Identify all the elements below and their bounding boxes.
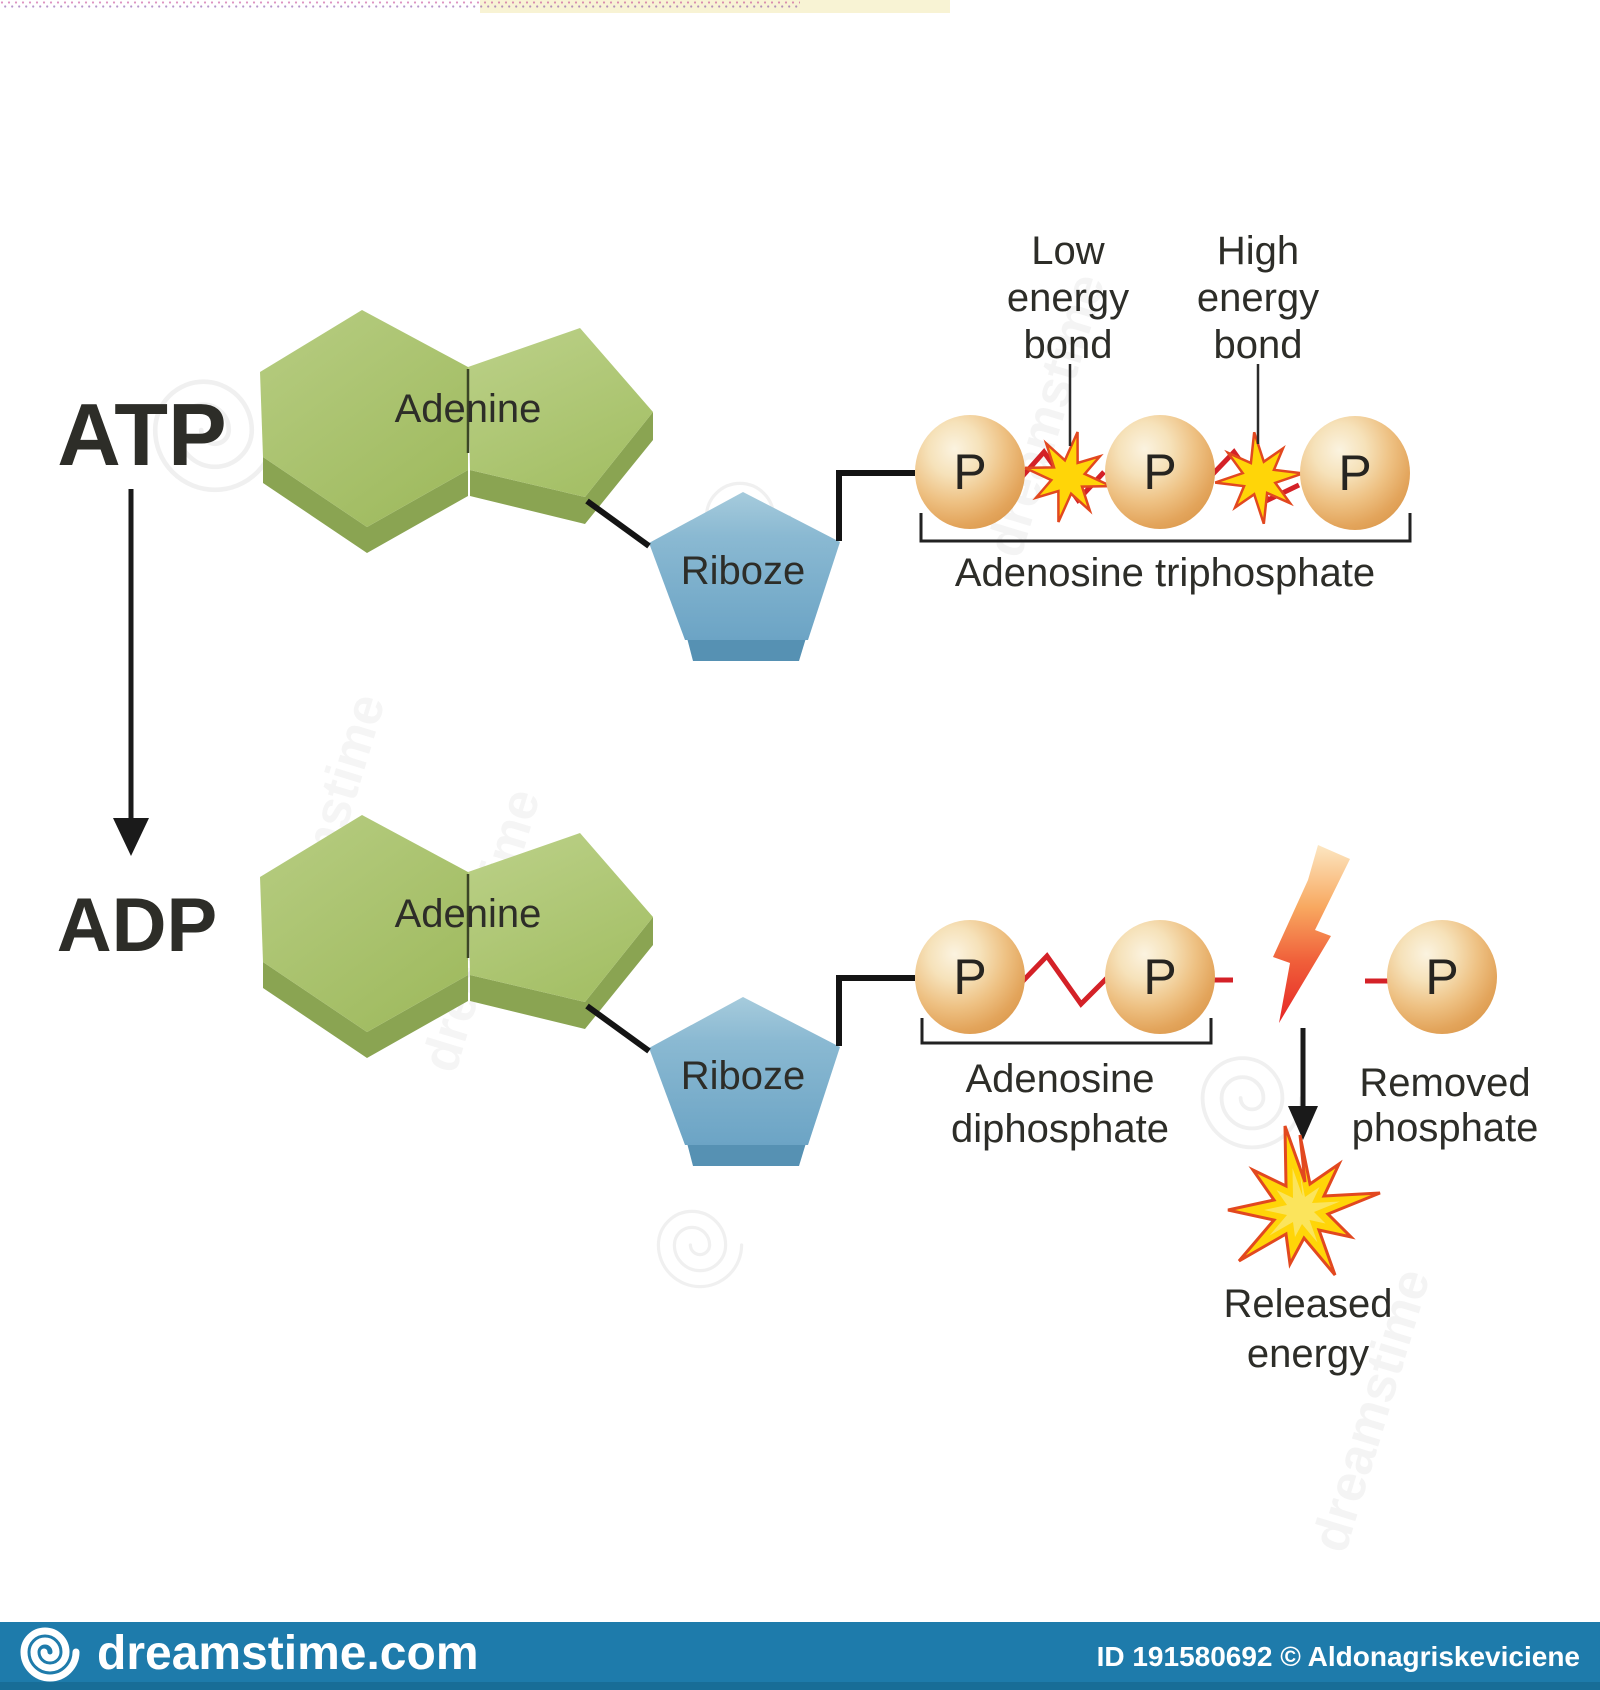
top-dotted-strip: [0, 0, 800, 9]
low-energy-line1: Low: [1031, 229, 1104, 273]
atp-ribose-label: Riboze: [681, 549, 806, 593]
adp-caption-line1: Adenosine: [965, 1057, 1154, 1101]
phosphate-letter: P: [1425, 949, 1458, 1005]
atp-row: ATP Adenine Riboze P P P Low energy: [57, 229, 1412, 661]
phosphate-letter: P: [953, 949, 986, 1005]
adp-phosphate-1: P: [915, 920, 1025, 1034]
adp-molecule: Adenine Riboze: [260, 815, 915, 1166]
atp-bracket: [919, 513, 1412, 543]
arrow-down-icon: [113, 818, 149, 856]
adp-row: ADP Adenine Riboze P P P Adenosine dipho…: [57, 815, 1539, 1376]
atp-adenine-ribose-group: [260, 310, 915, 661]
adp-bracket: [920, 1018, 1213, 1045]
lightning-bolt-icon: [1273, 845, 1350, 1023]
low-energy-line3: bond: [1024, 323, 1113, 367]
atp-caption: Adenosine triphosphate: [955, 551, 1375, 595]
footer-background: [0, 1622, 1600, 1690]
phosphate-letter: P: [1143, 444, 1176, 500]
adp-adenine-ribose-group: [260, 815, 915, 1166]
low-energy-bond-label: Low energy bond: [1007, 229, 1129, 367]
adp-adenine-label: Adenine: [395, 892, 542, 936]
removed-phosphate-line1: Removed: [1359, 1061, 1530, 1105]
low-energy-line2: energy: [1007, 276, 1129, 320]
high-energy-line3: bond: [1214, 323, 1303, 367]
atp-molecule: Adenine Riboze: [260, 310, 915, 661]
released-energy-line2: energy: [1247, 1332, 1369, 1376]
atp-phosphate-1: P: [915, 415, 1025, 529]
atp-phosphate-2: P: [1105, 415, 1215, 529]
footer-bottom-shade: [0, 1682, 1600, 1690]
arrow-down-icon: [1288, 1106, 1318, 1140]
footer-bar: dreamstime.com ID 191580692 © Aldonagris…: [0, 1622, 1600, 1690]
adp-bond-zigzag: [1018, 952, 1109, 1008]
phosphate-letter: P: [1338, 445, 1371, 501]
high-energy-line2: energy: [1197, 276, 1319, 320]
footer-credit-text: ID 191580692 © Aldonagriskeviciene: [1097, 1641, 1580, 1672]
removed-phosphate-sphere-group: P: [1387, 920, 1497, 1034]
adp-phosphate-2: P: [1105, 920, 1215, 1034]
high-energy-line1: High: [1217, 229, 1299, 273]
adp-caption-line2: diphosphate: [951, 1107, 1169, 1151]
adp-title: ADP: [57, 883, 217, 968]
removed-phosphate-line2: phosphate: [1352, 1106, 1539, 1150]
atp-adenine-label: Adenine: [395, 387, 542, 431]
released-energy-line1: Released: [1223, 1282, 1392, 1326]
footer-brand-text: dreamstime.com: [97, 1627, 479, 1680]
phosphate-letter: P: [953, 444, 986, 500]
atp-to-adp-arrow: [113, 489, 149, 856]
energy-release-arrow: [1288, 1028, 1318, 1140]
atp-title: ATP: [57, 385, 226, 484]
atp-phosphate-3: P: [1300, 416, 1410, 530]
adp-ribose-label: Riboze: [681, 1054, 806, 1098]
phosphate-letter: P: [1143, 949, 1176, 1005]
high-energy-bond-label: High energy bond: [1197, 229, 1319, 367]
faint-spiral-icon: [656, 1209, 744, 1289]
